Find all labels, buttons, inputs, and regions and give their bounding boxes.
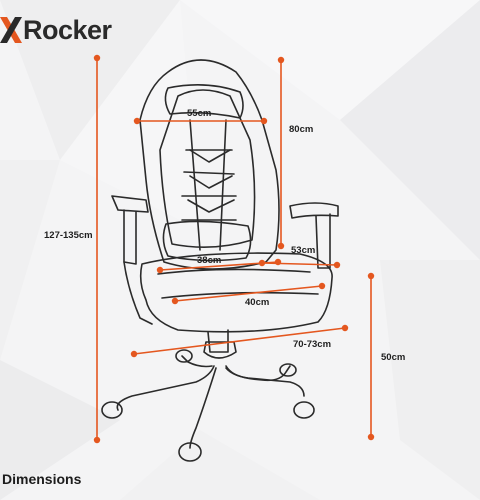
chair-illustration	[101, 59, 339, 462]
seat-depth-inner-line	[159, 261, 279, 271]
seat-depth-outer-label: 53cm	[291, 245, 315, 256]
seat-height-label: 50cm	[381, 352, 405, 363]
logo-x-icon	[0, 17, 22, 43]
seat-depth-inner-label: 38cm	[197, 255, 221, 266]
dimensions-heading: Dimensions	[2, 471, 82, 487]
dimension-lines	[93, 54, 375, 444]
brand-logo: Rocker	[0, 14, 112, 46]
backrest-height-label: 80cm	[289, 124, 313, 135]
seat-depth-outer-line	[261, 262, 338, 266]
seat-width-label: 40cm	[245, 297, 269, 308]
total-height-label: 127-135cm	[44, 230, 93, 241]
base-width-line	[133, 327, 346, 355]
headrest-width-label: 55cm	[187, 108, 211, 119]
base-width-label: 70-73cm	[293, 339, 331, 350]
seat-width-line	[174, 285, 323, 302]
brand-name: Rocker	[23, 14, 112, 45]
